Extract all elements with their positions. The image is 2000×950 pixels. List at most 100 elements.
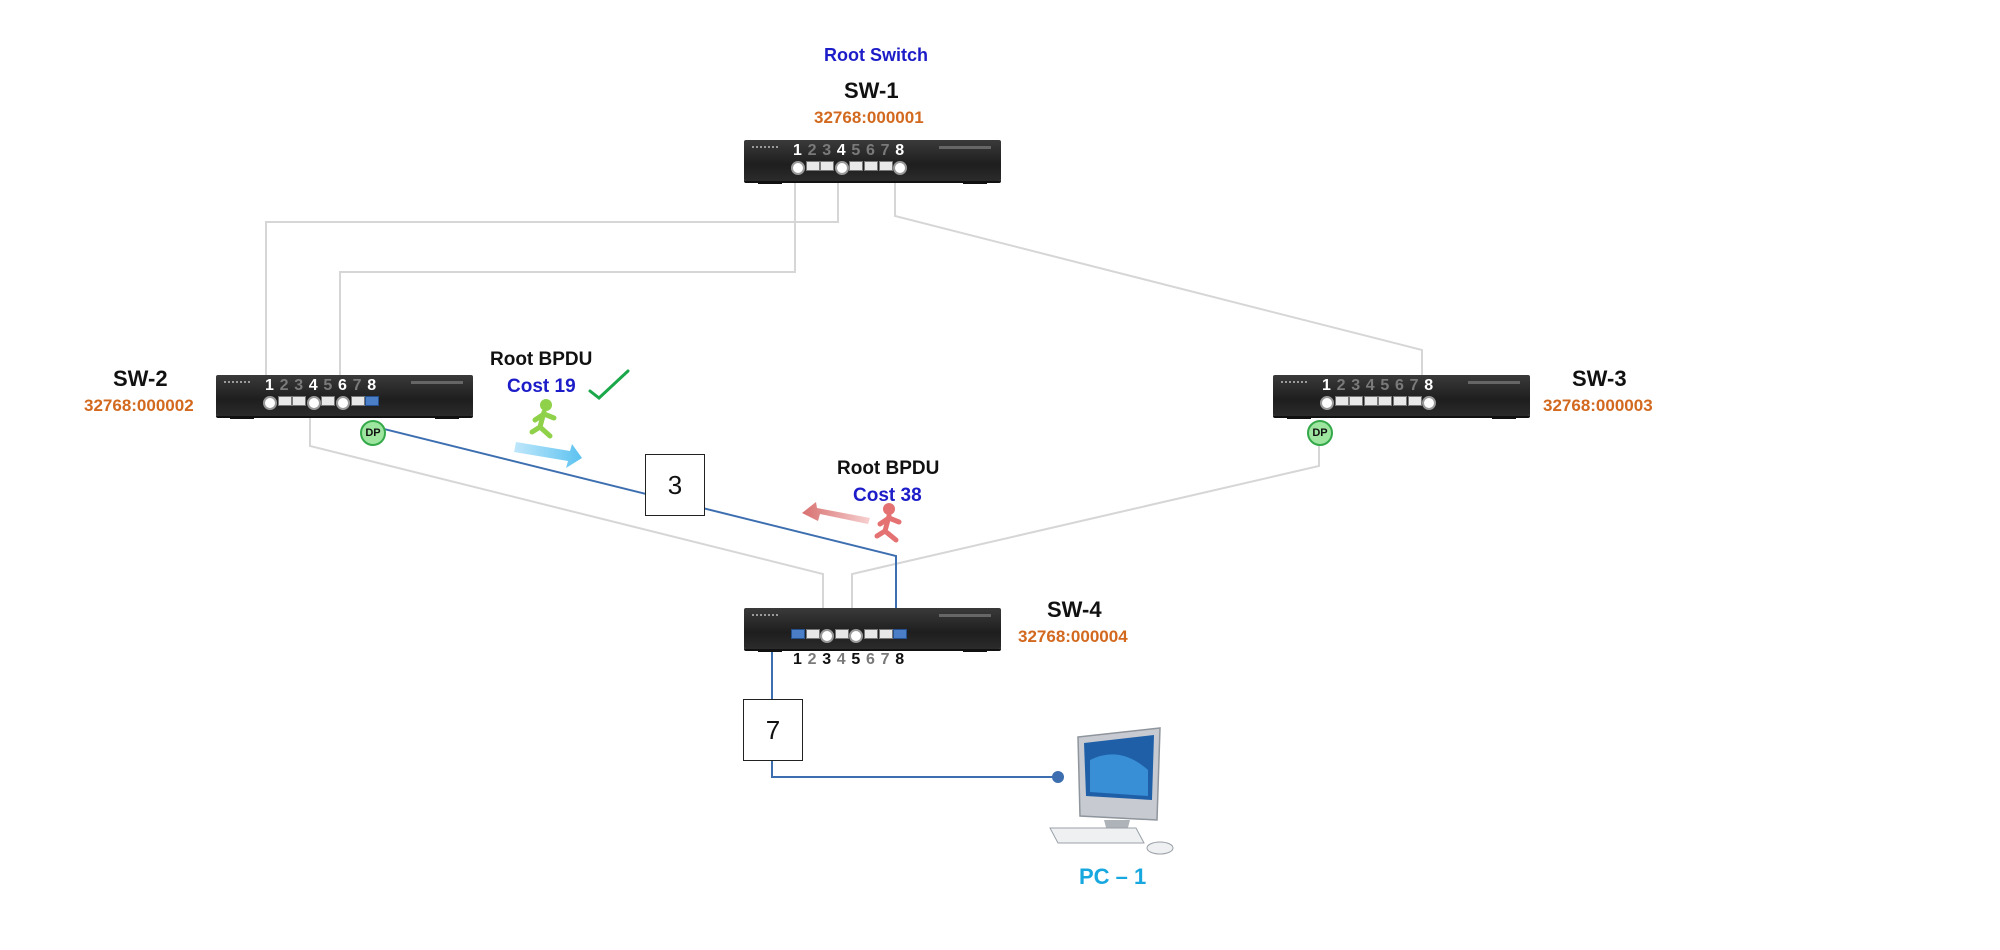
sw2-port-8[interactable] [365, 396, 380, 406]
sw1-port-1[interactable] [791, 161, 805, 175]
sw1-port-3[interactable] [820, 161, 835, 171]
bpdu-right-title: Root BPDU [837, 458, 940, 479]
sw4-port-5[interactable] [849, 629, 864, 643]
sw4-port-number-5: 5 [851, 651, 861, 668]
sw4-port-number-2: 2 [807, 651, 817, 668]
sw3-port-number-2: 2 [1336, 377, 1346, 394]
sw3-port-5[interactable] [1378, 396, 1393, 406]
sw3-port-number-6: 6 [1395, 377, 1404, 394]
link-sw1-p4-sw2-p1 [265, 170, 839, 397]
sw3-port-number-7: 7 [1409, 377, 1419, 394]
sw3-port-7[interactable] [1407, 396, 1422, 406]
sw4-port-number-4: 4 [836, 651, 846, 668]
sw3-bridge-id: 32768:000003 [1543, 396, 1653, 415]
link-cost-sw2-sw4: 3 [645, 454, 705, 516]
root-switch-label: Root Switch [824, 45, 928, 65]
pc1-label: PC – 1 [1079, 864, 1147, 889]
sw2-port-number-1: 1 [265, 377, 274, 394]
sw4-port-number-3: 3 [822, 651, 832, 668]
sw1-port-number-5: 5 [851, 142, 861, 159]
sw1-port-2[interactable] [805, 161, 820, 171]
sw1-port-number-1: 1 [793, 142, 802, 159]
sw2-port-number-7: 7 [352, 377, 362, 394]
sw1-bridge-id: 32768:000001 [814, 108, 924, 127]
sw2-port-2[interactable] [277, 396, 292, 406]
link-sw1-p8-sw3-p8 [894, 170, 1423, 397]
runner-icon-green [529, 399, 557, 439]
sw2-port-number-5: 5 [323, 377, 333, 394]
sw2-port-5[interactable] [321, 396, 336, 406]
sw4-port-number-7: 7 [880, 651, 890, 668]
sw3-name: SW-3 [1572, 366, 1627, 391]
sw2-port-4[interactable] [306, 396, 321, 410]
runner-icon-red [874, 503, 902, 543]
bpdu-left-cost: Cost 19 [507, 376, 576, 397]
sw3-port-2[interactable] [1334, 396, 1349, 406]
sw3-port-number-3: 3 [1351, 377, 1361, 394]
sw3-port-6[interactable] [1393, 396, 1407, 406]
sw2-port-7[interactable] [350, 396, 365, 406]
sw4-bridge-id: 32768:000004 [1018, 627, 1128, 646]
sw4-port-number-8: 8 [895, 651, 905, 668]
sw3-port-number-1: 1 [1322, 377, 1331, 394]
pc1-link-endpoint [1052, 771, 1064, 783]
sw1-port-number-8: 8 [895, 142, 905, 159]
sw3-port-number-5: 5 [1380, 377, 1390, 394]
sw4-name: SW-4 [1047, 597, 1102, 622]
link-sw2-p8-sw4-p8 [379, 427, 897, 631]
link-sw4-p1-pc1 [771, 631, 1058, 778]
sw4-port-3[interactable] [820, 629, 835, 643]
sw2-port-number-2: 2 [279, 377, 289, 394]
sw1-port-number-3: 3 [822, 142, 832, 159]
sw4-port-8[interactable] [893, 629, 908, 639]
sw4-port-7[interactable] [878, 629, 893, 639]
sw2-port-3[interactable] [292, 396, 307, 406]
sw1-port-5[interactable] [849, 161, 864, 171]
sw1-port-number-6: 6 [866, 142, 875, 159]
link-sw2-p4-sw4-p3 [309, 413, 824, 631]
sw2-port8-dp-badge: DP [360, 420, 386, 446]
sw3-port-3[interactable] [1349, 396, 1364, 406]
sw4-port-4[interactable] [834, 629, 849, 639]
sw3-port-8[interactable] [1422, 396, 1437, 410]
sw1-port-8[interactable] [893, 161, 908, 175]
sw2-port-number-3: 3 [294, 377, 304, 394]
bpdu-left-title: Root BPDU [490, 349, 593, 370]
sw2-bridge-id: 32768:000002 [84, 396, 194, 415]
sw1-port-4[interactable] [834, 161, 849, 175]
sw2-port-number-8: 8 [367, 377, 377, 394]
bpdu-right-cost: Cost 38 [853, 485, 922, 506]
sw2-port-6[interactable] [336, 396, 350, 410]
sw4-port-number-6: 6 [866, 651, 875, 668]
sw2-name: SW-2 [113, 366, 168, 391]
sw1-port-number-4: 4 [836, 142, 846, 159]
sw4-port-1[interactable] [791, 629, 805, 639]
sw3-port-number-4: 4 [1365, 377, 1375, 394]
sw1-port-number-7: 7 [880, 142, 890, 159]
sw4-port-6[interactable] [864, 629, 878, 639]
sw4-port-number-1: 1 [793, 651, 802, 668]
sw1-port-6[interactable] [864, 161, 878, 171]
bpdu-arrow-forward [514, 442, 582, 468]
link-sw3-p1-sw4-p5 [851, 434, 1320, 631]
sw2-port-1[interactable] [263, 396, 277, 410]
sw4-port-2[interactable] [805, 629, 820, 639]
check-icon [588, 369, 630, 400]
sw3-port-1[interactable] [1320, 396, 1334, 410]
link-cost-sw4-pc1: 7 [743, 699, 803, 761]
sw3-port1-dp-badge: DP [1307, 420, 1333, 446]
sw1-port-number-2: 2 [807, 142, 817, 159]
sw3-port-4[interactable] [1363, 396, 1378, 406]
sw1-name: SW-1 [844, 78, 899, 103]
desktop-computer-icon [1049, 727, 1174, 855]
sw3-port-number-8: 8 [1424, 377, 1434, 394]
sw1-port-7[interactable] [878, 161, 893, 171]
sw2-port-number-6: 6 [338, 377, 347, 394]
sw2-port-number-4: 4 [308, 377, 318, 394]
bpdu-arrow-backward [802, 502, 870, 524]
